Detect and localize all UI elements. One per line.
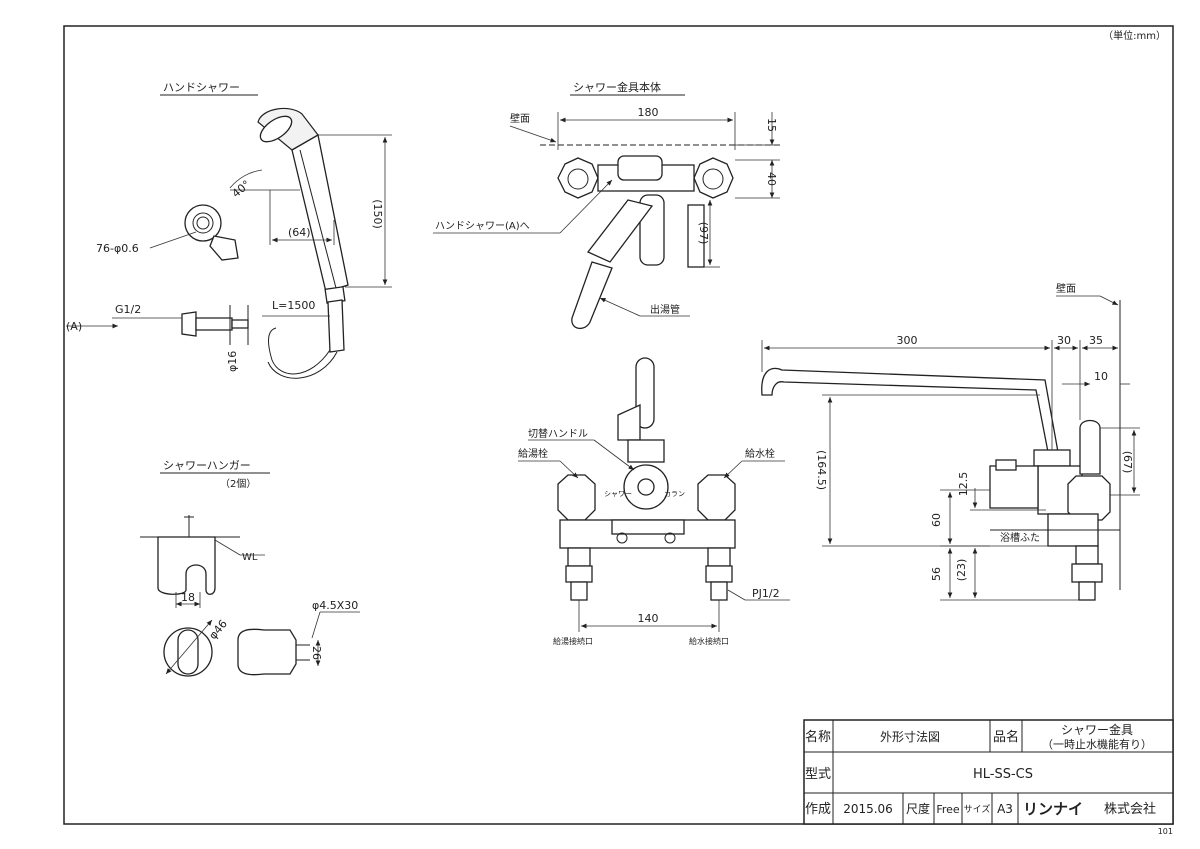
side-view: 壁面 300 30 35 10 (164.5) (67) 60 56 12.5	[761, 282, 1140, 601]
dim-67: (67)	[1121, 451, 1134, 474]
date-value: 2015.06	[843, 802, 893, 816]
product-line2: （一時止水機能有り）	[1042, 737, 1152, 751]
dim-12-5: 12.5	[957, 472, 970, 497]
dim-56: 56	[930, 567, 943, 581]
dim-26: 26	[310, 646, 323, 660]
hot-connect-label: 給湯接続口	[553, 636, 593, 646]
model-value: HL-SS-CS	[973, 767, 1033, 782]
brand-logo: リンナイ	[1023, 800, 1083, 818]
company-label: 株式会社	[1104, 801, 1156, 817]
date-label: 作成	[805, 802, 831, 817]
dim-150: (150)	[371, 199, 384, 229]
dim-40: 40	[765, 172, 778, 186]
dim-46: φ46	[206, 617, 230, 642]
hanger-view: シャワーハンガー （2個） WL 18 φ46 φ4.5X30 26	[140, 459, 360, 677]
hand-shower-title: ハンドシャワー	[163, 81, 240, 94]
dim-15: 15	[765, 118, 778, 132]
pj-label: PJ1/2	[752, 587, 780, 600]
sheet-border	[63, 25, 1174, 825]
model-label: 型式	[805, 767, 831, 782]
dim-300: 300	[897, 334, 918, 347]
dim-35: 35	[1089, 334, 1103, 347]
shower-mark: シャワー	[604, 490, 632, 498]
wl-label: WL	[242, 552, 258, 563]
scale-value: Free	[936, 803, 960, 816]
hot-valve-label: 給湯栓	[518, 447, 548, 460]
spout-mark: カラン	[664, 490, 685, 498]
dim-10: 10	[1094, 370, 1108, 383]
scale-label: 尺度	[906, 801, 930, 816]
title-block: 名称 外形寸法図 品名 シャワー金具 （一時止水機能有り） 型式 HL-SS-C…	[803, 719, 1174, 825]
diameter-label: φ16	[226, 351, 239, 372]
hanger-count: （2個）	[220, 477, 256, 490]
callout-hand-shower: ハンドシャワー(A)へ	[435, 221, 530, 232]
dim-18: 18	[181, 591, 195, 604]
size-label: サイズ	[964, 803, 991, 815]
product-line1: シャワー金具	[1061, 722, 1133, 737]
dim-97: (97)	[697, 222, 710, 245]
switch-handle-label: 切替ハンドル	[528, 427, 588, 440]
cold-valve-label: 給水栓	[745, 447, 775, 460]
hanger-title: シャワーハンガー	[163, 459, 251, 472]
screw-label: φ4.5X30	[312, 599, 358, 612]
unit-note: （単位:mm）	[1103, 29, 1166, 42]
product-label: 品名	[993, 729, 1019, 745]
wall-label-side: 壁面	[1056, 282, 1076, 295]
body-title: シャワー金具本体	[573, 80, 661, 94]
holes-label: 76-φ0.6	[96, 242, 139, 255]
hand-shower-view: ハンドシャワー (150) (64) 40°	[66, 81, 392, 379]
dim-30: 30	[1057, 334, 1071, 347]
dim-angle: 40°	[230, 178, 253, 200]
size-value: A3	[997, 802, 1013, 816]
tub-lid-label: 浴槽ふた	[1000, 531, 1040, 544]
cold-connect-label: 給水接続口	[689, 636, 729, 646]
body-top-view: シャワー金具本体 壁面 180 15 40 (97) ハンドシャワー(A	[433, 80, 780, 329]
name-value: 外形寸法図	[880, 730, 940, 744]
dim-164-5: (164.5)	[815, 450, 828, 490]
hose-length-label: L=1500	[272, 299, 315, 312]
dim-64: (64)	[288, 226, 311, 239]
dim-180: 180	[638, 106, 659, 119]
sheet-code: 101	[1158, 827, 1173, 836]
wall-label-top: 壁面	[510, 112, 530, 125]
dim-60: 60	[930, 513, 943, 527]
dim-23: (23)	[955, 559, 968, 582]
thread-label: G1/2	[115, 303, 141, 316]
outlet-label: 出湯管	[650, 303, 680, 316]
dim-140: 140	[638, 612, 659, 625]
arrow-a-label: (A)	[66, 320, 82, 333]
name-label: 名称	[805, 729, 831, 745]
front-view: 切替ハンドル 給湯栓 給水栓 シャワー カラン 140 PJ1/2 給湯接続口 …	[518, 357, 790, 646]
